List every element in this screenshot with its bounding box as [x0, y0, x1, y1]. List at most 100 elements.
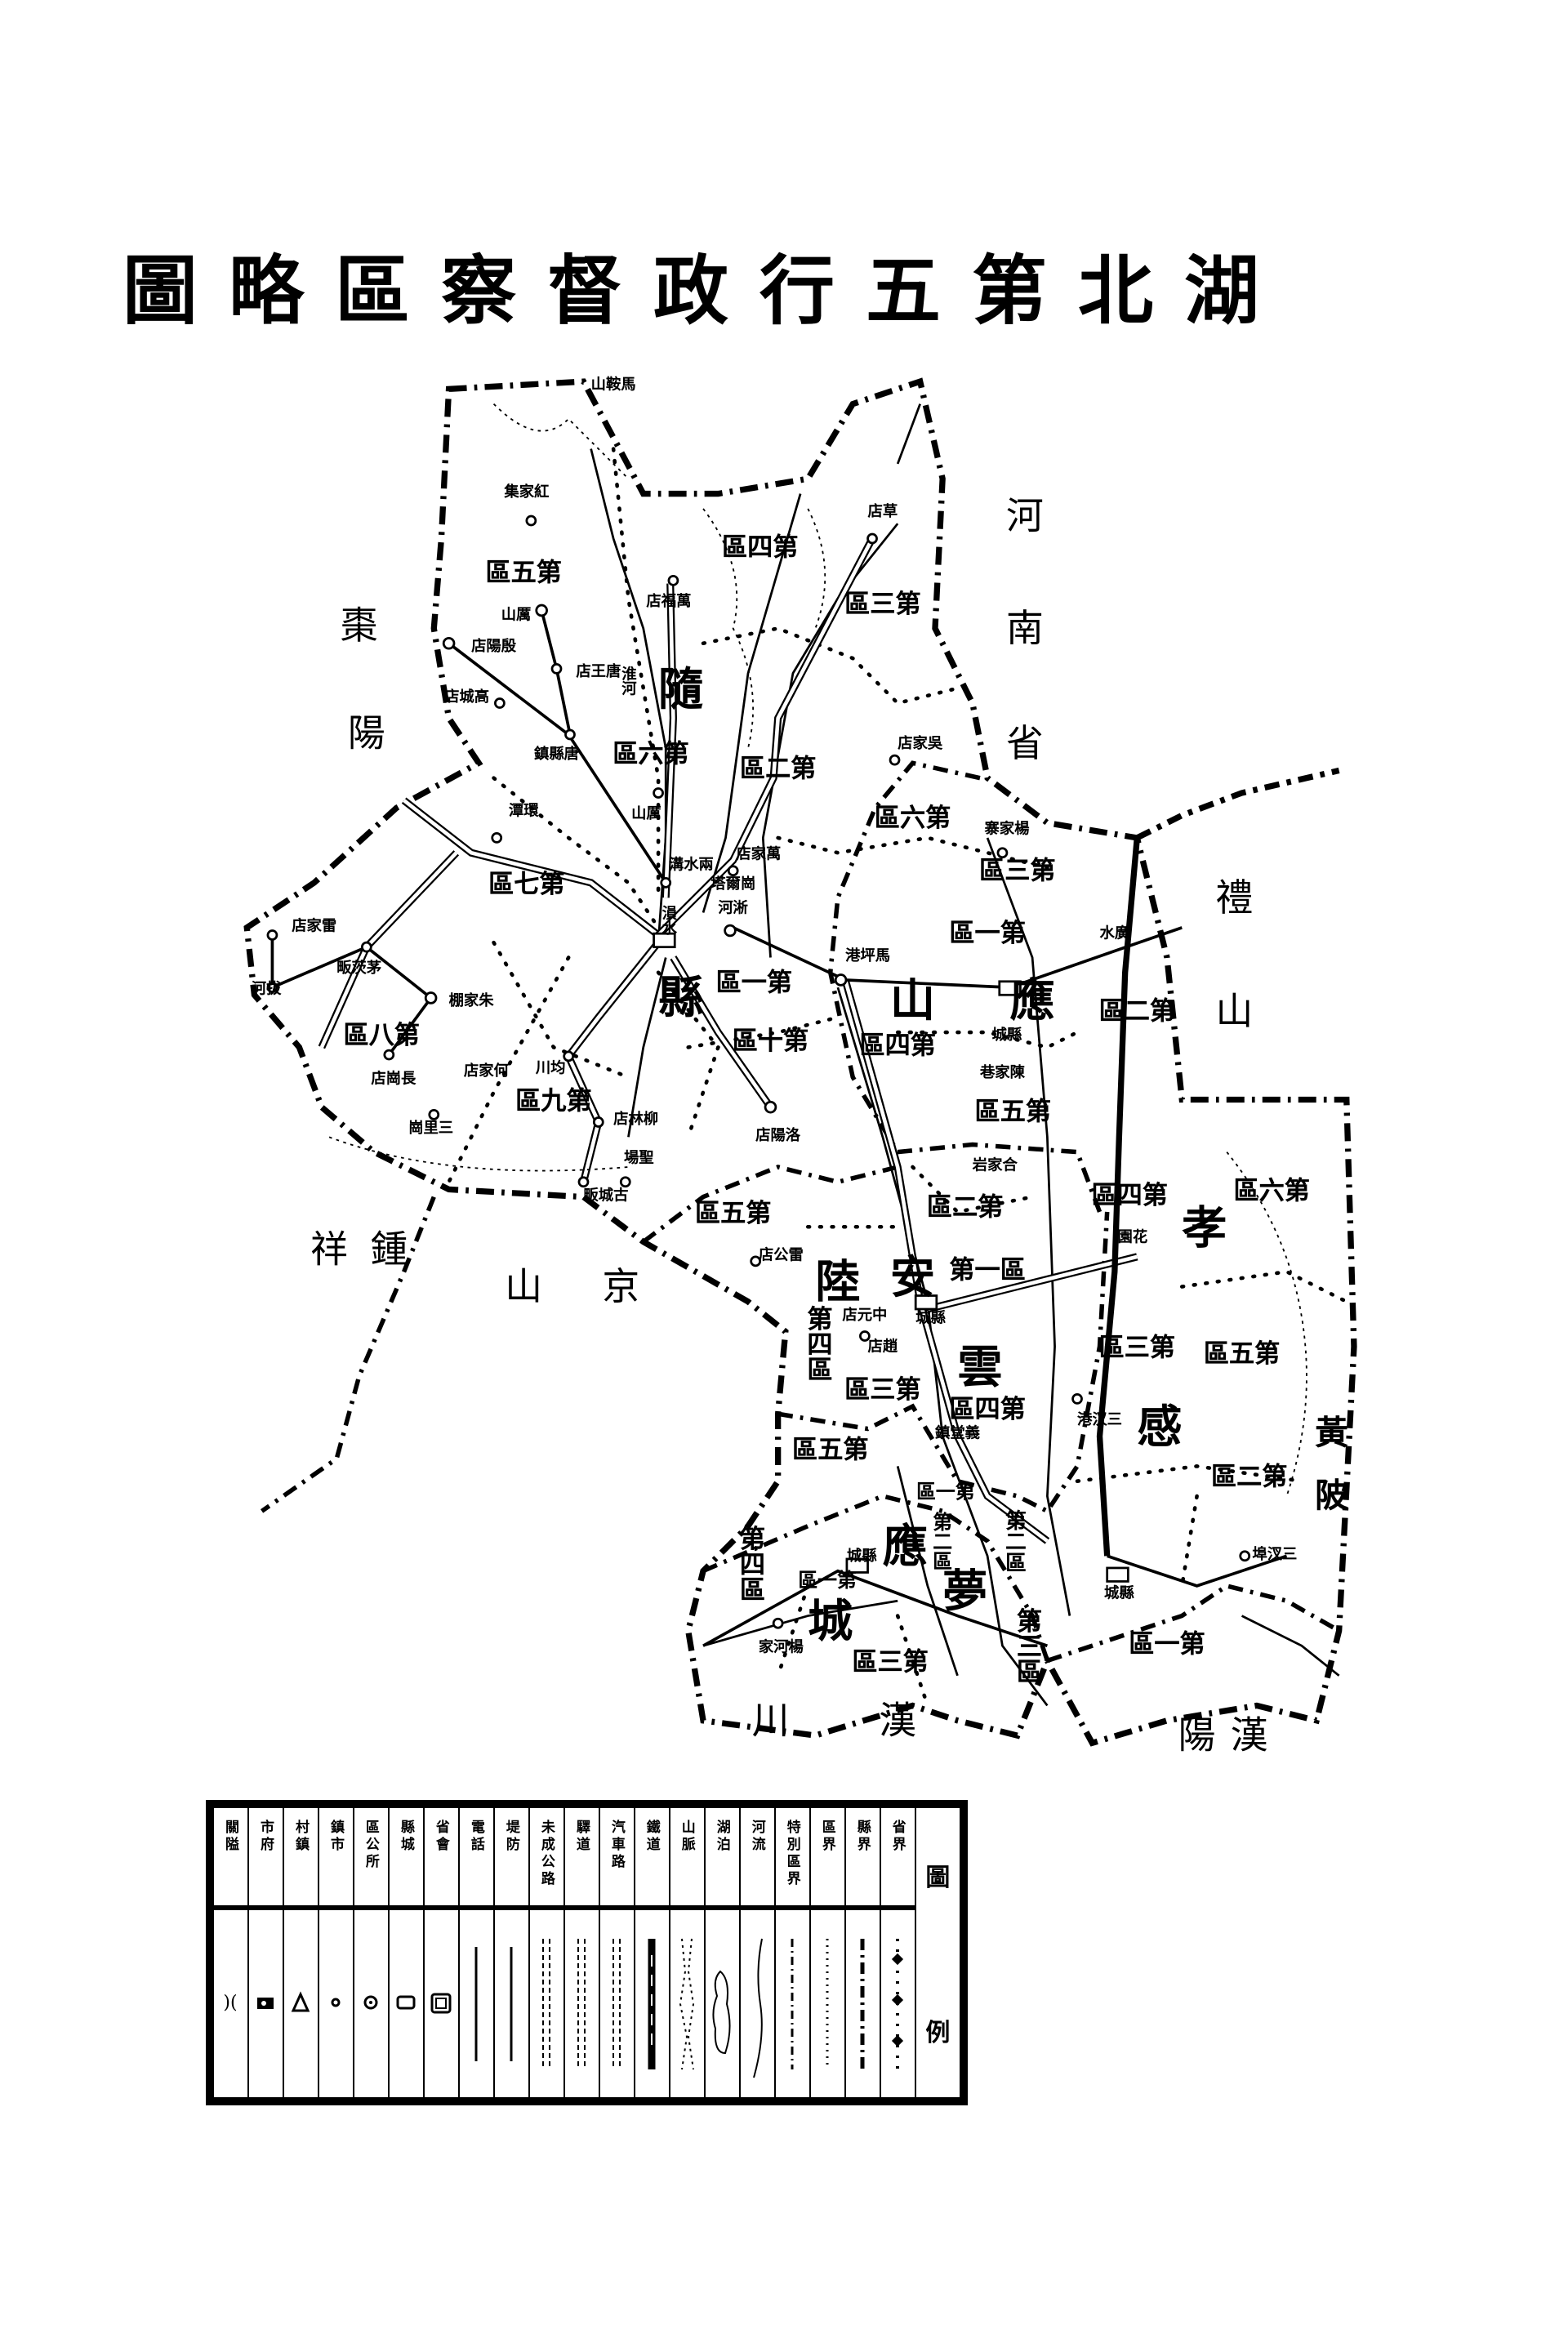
legend-label: 未成公路: [537, 1820, 555, 1888]
district-label: 第四區: [733, 1525, 764, 1602]
district-label: 第一區: [916, 1481, 975, 1505]
small-circle-icon: [331, 1998, 341, 2007]
legend-item: 電話: [459, 1808, 495, 2097]
town-label: 何家店: [463, 1063, 509, 1080]
legend-symbol-cell: [249, 1910, 283, 2097]
legend-symbol-cell: [319, 1910, 353, 2097]
legend-title-column: 圖例: [916, 1808, 960, 2097]
county-suixian-char: 縣: [658, 972, 704, 1025]
legend-title-char: 圖: [925, 1864, 951, 1892]
town-label: 環潭: [508, 803, 539, 820]
county-yingshan-char: 山: [890, 975, 935, 1028]
legend-label: 鎮市: [327, 1820, 344, 1854]
legend-item: 關隘 )(: [214, 1808, 249, 2097]
town-label: 淅河: [718, 900, 748, 918]
legend-item: 驛道: [564, 1808, 600, 2097]
town-label: 朱家棚: [448, 993, 494, 1010]
triangle-icon: [292, 1990, 310, 2011]
legend-symbol-cell: [600, 1910, 634, 2097]
road: [1107, 1554, 1288, 1588]
town-label: 花園: [1117, 1229, 1148, 1247]
legend-label: 驛道: [572, 1820, 590, 1854]
legend-label-cell: 縣城: [389, 1808, 423, 1910]
legend-label-cell: 鐵道: [635, 1808, 669, 1910]
town-label: 塔爾崗: [710, 876, 756, 893]
legend-symbol-cell: )(: [214, 1910, 247, 2097]
county-border: [702, 1494, 1050, 1662]
district-label: 第五區: [974, 1097, 1051, 1128]
legend-label: 汽車路: [608, 1820, 625, 1871]
legend-item: 汽車路: [599, 1808, 635, 2097]
legend-item: 省界: [880, 1808, 916, 2097]
town-label: 萬家店: [736, 846, 782, 864]
town-label: 三汊港: [1077, 1412, 1122, 1429]
neighbor-hanyang-char: 陽: [1178, 1713, 1216, 1757]
district-label: 第四區: [1091, 1181, 1168, 1212]
legend-label: 河流: [748, 1820, 765, 1854]
district-label: 第九區: [515, 1086, 592, 1117]
legend-symbol-cell: [390, 1910, 423, 2097]
double-rect-icon: [430, 1993, 452, 2013]
county-xiaogan-char: 孝: [1182, 1202, 1227, 1256]
district-label: 第三區: [852, 1647, 929, 1678]
legend-label-cell: 縣界: [845, 1808, 880, 1910]
legend-item: 鐵道: [635, 1808, 670, 2097]
river-label: 溳水: [658, 905, 675, 935]
road: [732, 926, 1183, 989]
legend-symbol-cell: [741, 1910, 774, 2097]
district-label: 第一區: [715, 969, 793, 999]
legend-symbol-cell: [565, 1910, 599, 2097]
neighbor-zhongxiang-char: 鍾: [370, 1227, 408, 1272]
town-label: 洛陽店: [755, 1128, 801, 1145]
neighbor-zaoyang-char: 陽: [347, 711, 385, 755]
legend-label: 關隘: [221, 1820, 238, 1854]
dash-dot-icon: [791, 1938, 794, 2069]
town-label: 廣水: [1099, 926, 1130, 943]
neighbor-henan-char: 河: [1006, 494, 1044, 538]
legend-label: 市府: [256, 1820, 274, 1854]
neighbor-lishan-char: 山: [1215, 989, 1254, 1033]
town-label: 古城畈: [583, 1187, 629, 1205]
neighbor-lishan-char: 禮: [1215, 875, 1254, 920]
district-border: [243, 377, 1357, 1747]
district-label: 第二區: [1002, 1509, 1027, 1573]
legend-label-cell: 汽車路: [599, 1808, 634, 1910]
county-yunmeng-char: 夢: [942, 1566, 988, 1619]
town-label: 合家岩: [972, 1157, 1018, 1175]
dashed-double-icon: [612, 1938, 621, 2069]
legend-label: 區界: [818, 1820, 835, 1854]
mountain-hachure: [328, 403, 1307, 1497]
dot-circle-icon: [363, 1995, 378, 2009]
legend-symbol-cell: [635, 1910, 669, 2097]
district-label: 第三區: [844, 1375, 921, 1406]
legend-item: 省會: [424, 1808, 460, 2097]
town-label: 馬鞍山: [590, 376, 636, 394]
town-markers: [266, 514, 1251, 1629]
legend-item: 區公所: [354, 1808, 390, 2097]
town-label: 萬福店: [646, 594, 692, 611]
district-label: 第一區: [949, 919, 1026, 950]
legend-label-cell: 湖泊: [705, 1808, 739, 1910]
district-boundaries: [447, 447, 1349, 1708]
legend-label-cell: 河流: [740, 1808, 774, 1910]
legend-item: 村鎮: [283, 1808, 319, 2097]
county-yunmeng-char: 雲: [957, 1342, 1003, 1395]
town-label: 雷家店: [292, 918, 337, 935]
thin-line-icon: [474, 1946, 478, 2061]
district-label: 第二區: [1098, 997, 1176, 1027]
neighbor-hanchuan-char: 川: [751, 1699, 790, 1743]
town-label: 馬坪港: [845, 948, 891, 965]
county-border-west: [261, 1196, 436, 1513]
district-label: 第六區: [874, 804, 951, 835]
legend-label: 堤防: [502, 1820, 519, 1854]
county-anlu-char: 陸: [815, 1256, 861, 1309]
county-border: [827, 760, 1102, 1213]
district-label: 第四區: [859, 1031, 936, 1062]
svg-text:)(: )(: [224, 1993, 238, 2013]
district-label: 第一區: [949, 1255, 1026, 1286]
county-huangpi-char: 黃: [1315, 1414, 1348, 1453]
cross-dot-icon: [892, 1938, 904, 2069]
town-label: 三汊埠: [1252, 1547, 1298, 1564]
town-label: 縣城: [846, 1548, 877, 1566]
